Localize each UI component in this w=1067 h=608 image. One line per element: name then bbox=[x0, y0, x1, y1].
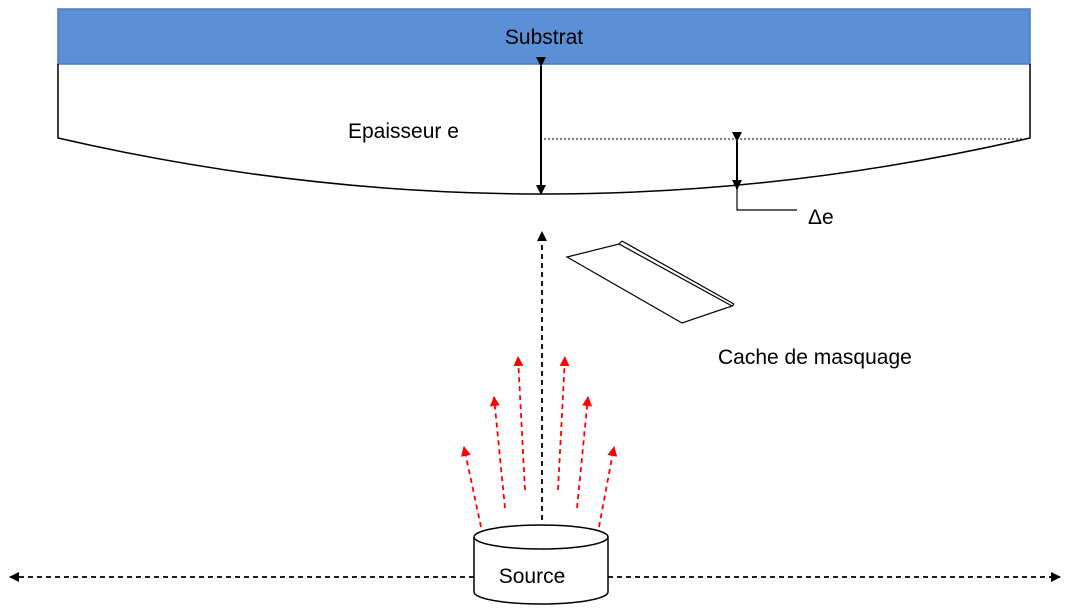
thickness-label: Epaisseur e bbox=[348, 120, 459, 143]
mask-label: Cache de masquage bbox=[718, 346, 912, 369]
mask-plate-edge bbox=[621, 240, 735, 305]
deposited-layer bbox=[57, 64, 1031, 195]
mask-plate-edge-end bbox=[731, 303, 735, 307]
source-cylinder: Source bbox=[473, 524, 609, 605]
emission-arrow bbox=[598, 446, 618, 528]
mask-plate-edge-short bbox=[618, 240, 623, 245]
substrate-bar bbox=[57, 8, 1031, 65]
substrate-label: Substrat bbox=[505, 26, 583, 49]
emission-arrow bbox=[513, 356, 526, 491]
emission-arrow bbox=[460, 446, 482, 528]
source-label: Source bbox=[499, 565, 566, 588]
delta-thickness-label: Δe bbox=[808, 206, 834, 229]
emission-arrow bbox=[557, 356, 570, 491]
substrate: Substrat bbox=[57, 8, 1031, 65]
mask-cache bbox=[565, 240, 735, 324]
source-top bbox=[473, 524, 609, 550]
emission-arrows bbox=[460, 356, 618, 528]
delta-thickness-leader bbox=[736, 189, 797, 211]
emission-arrow bbox=[489, 396, 506, 509]
source-body bbox=[473, 537, 609, 605]
emission-arrow bbox=[576, 396, 593, 509]
